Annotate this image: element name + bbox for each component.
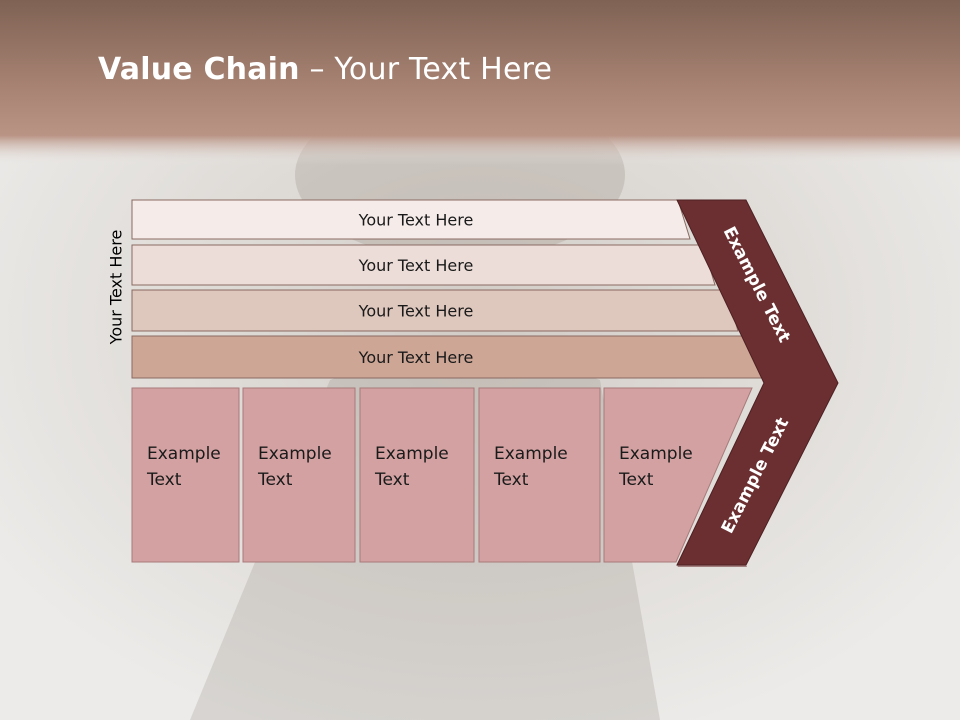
support-bar-label: Your Text Here <box>358 211 474 230</box>
primary-box-reflection <box>478 567 601 720</box>
primary-box-line1-reflection: Example <box>147 666 221 686</box>
support-bar <box>131 199 691 240</box>
title-bold: Value Chain <box>98 52 300 87</box>
primary-box-line2-reflection: Text <box>374 640 410 660</box>
primary-box-reflection <box>359 567 475 720</box>
primary-box <box>131 387 240 563</box>
primary-box-line1: Example <box>494 444 568 464</box>
support-bar <box>131 244 716 286</box>
primary-box-line1-reflection: Example <box>375 666 449 686</box>
primary-box-line1: Example <box>258 444 332 464</box>
primary-box-line1: Example <box>375 444 449 464</box>
primary-box-line1: Example <box>147 444 221 464</box>
primary-box-reflection <box>603 567 743 720</box>
support-bar-label: Your Text Here <box>358 302 474 321</box>
primary-box <box>359 387 475 563</box>
primary-box <box>242 387 356 563</box>
primary-box-line2: Text <box>374 470 410 490</box>
primary-box-reflection <box>131 567 240 720</box>
margin-chevron-reflection <box>677 565 810 720</box>
primary-box <box>478 387 601 563</box>
page-title: Value Chain – Your Text Here <box>98 52 552 87</box>
title-rest: – Your Text Here <box>299 52 553 87</box>
support-bar-label: Your Text Here <box>358 256 474 275</box>
primary-box-line1-reflection: Example <box>619 666 693 686</box>
primary-box-line2-reflection: Text <box>493 640 529 660</box>
primary-box-line2: Text <box>257 470 293 490</box>
primary-box-line2-reflection: Text <box>146 640 182 660</box>
primary-box-line1-reflection: Example <box>258 666 332 686</box>
primary-box-line2-reflection: Text <box>257 640 293 660</box>
support-bar <box>131 289 739 332</box>
primary-box-reflection <box>242 567 356 720</box>
primary-box-line2: Text <box>493 470 529 490</box>
primary-box-line2-reflection: Text <box>618 640 654 660</box>
primary-box-line2: Text <box>618 470 654 490</box>
primary-box-line2: Text <box>146 470 182 490</box>
primary-box-line1-reflection: Example <box>494 666 568 686</box>
primary-box-line1: Example <box>619 444 693 464</box>
primary-box <box>603 387 753 563</box>
support-bar-label: Your Text Here <box>358 348 474 367</box>
